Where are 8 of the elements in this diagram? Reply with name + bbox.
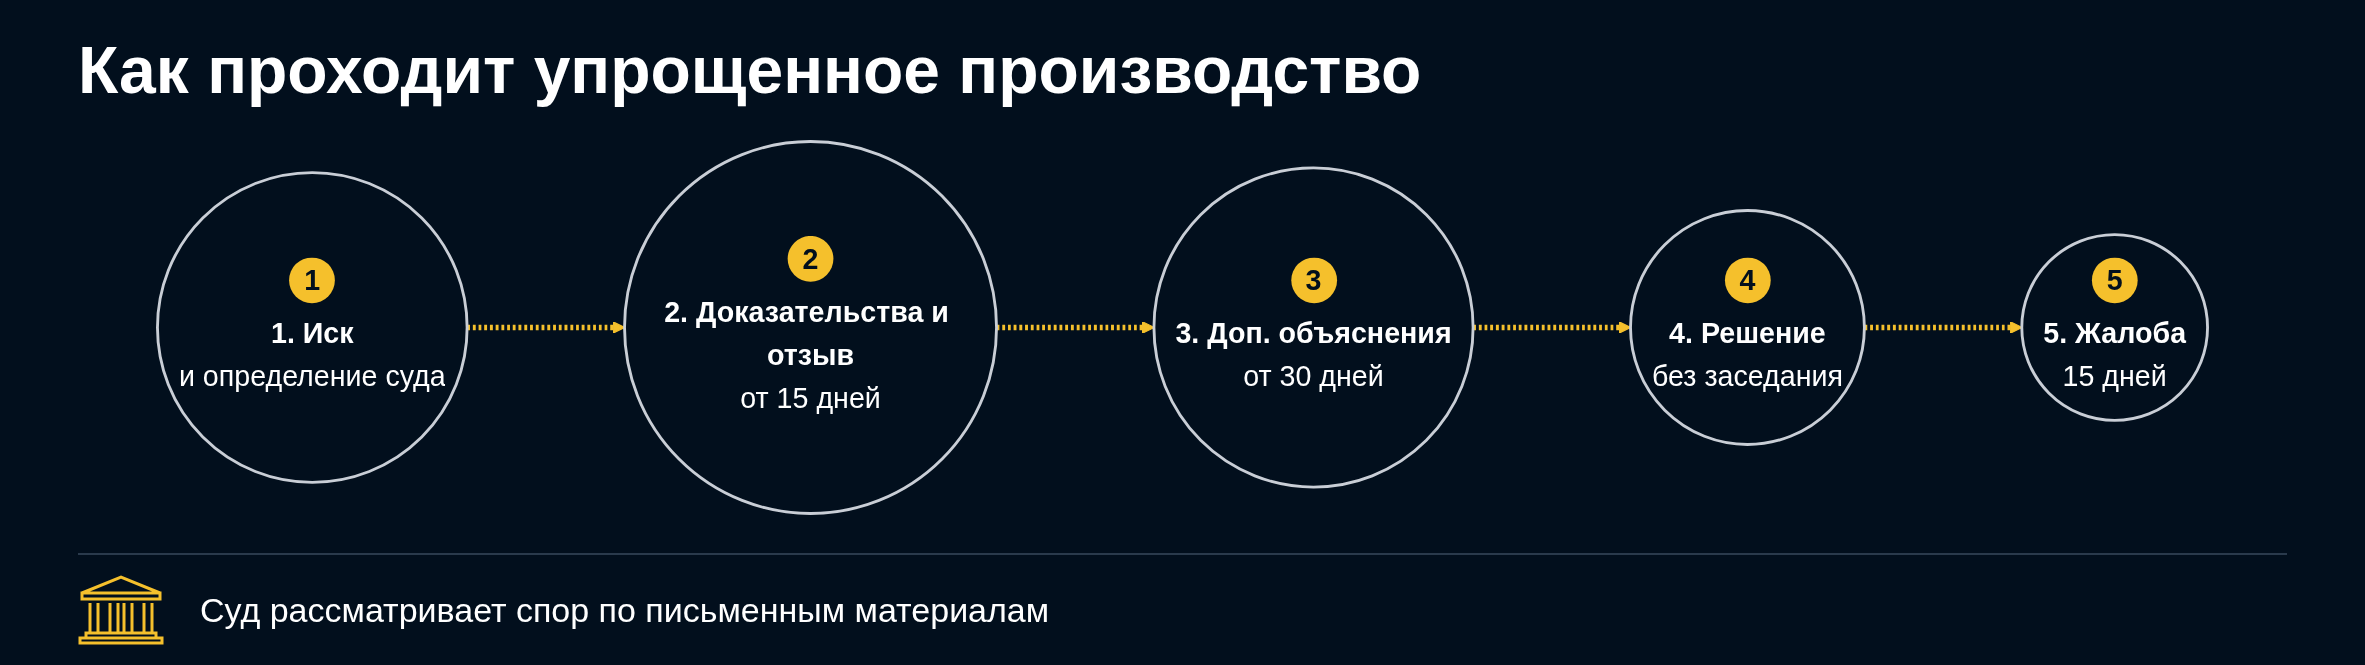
arrow bbox=[996, 321, 1155, 334]
node-circle: 1 1. Иск и определение суда bbox=[156, 171, 469, 484]
node-circle: 5 5. Жалоба 15 дней bbox=[2020, 233, 2209, 422]
node-circle: 4 4. Решение без заседания bbox=[1629, 209, 1866, 446]
node-circle: 3 3. Доп. объяснения от 30 дней bbox=[1152, 166, 1475, 489]
note-text: Суд рассматривает спор по письменным материалам bbox=[200, 590, 1050, 630]
node-circle: 2 2. Доказательства и отзыв от 15 дней bbox=[623, 140, 998, 515]
title: Как проходит упрощенное производство bbox=[78, 32, 1422, 109]
